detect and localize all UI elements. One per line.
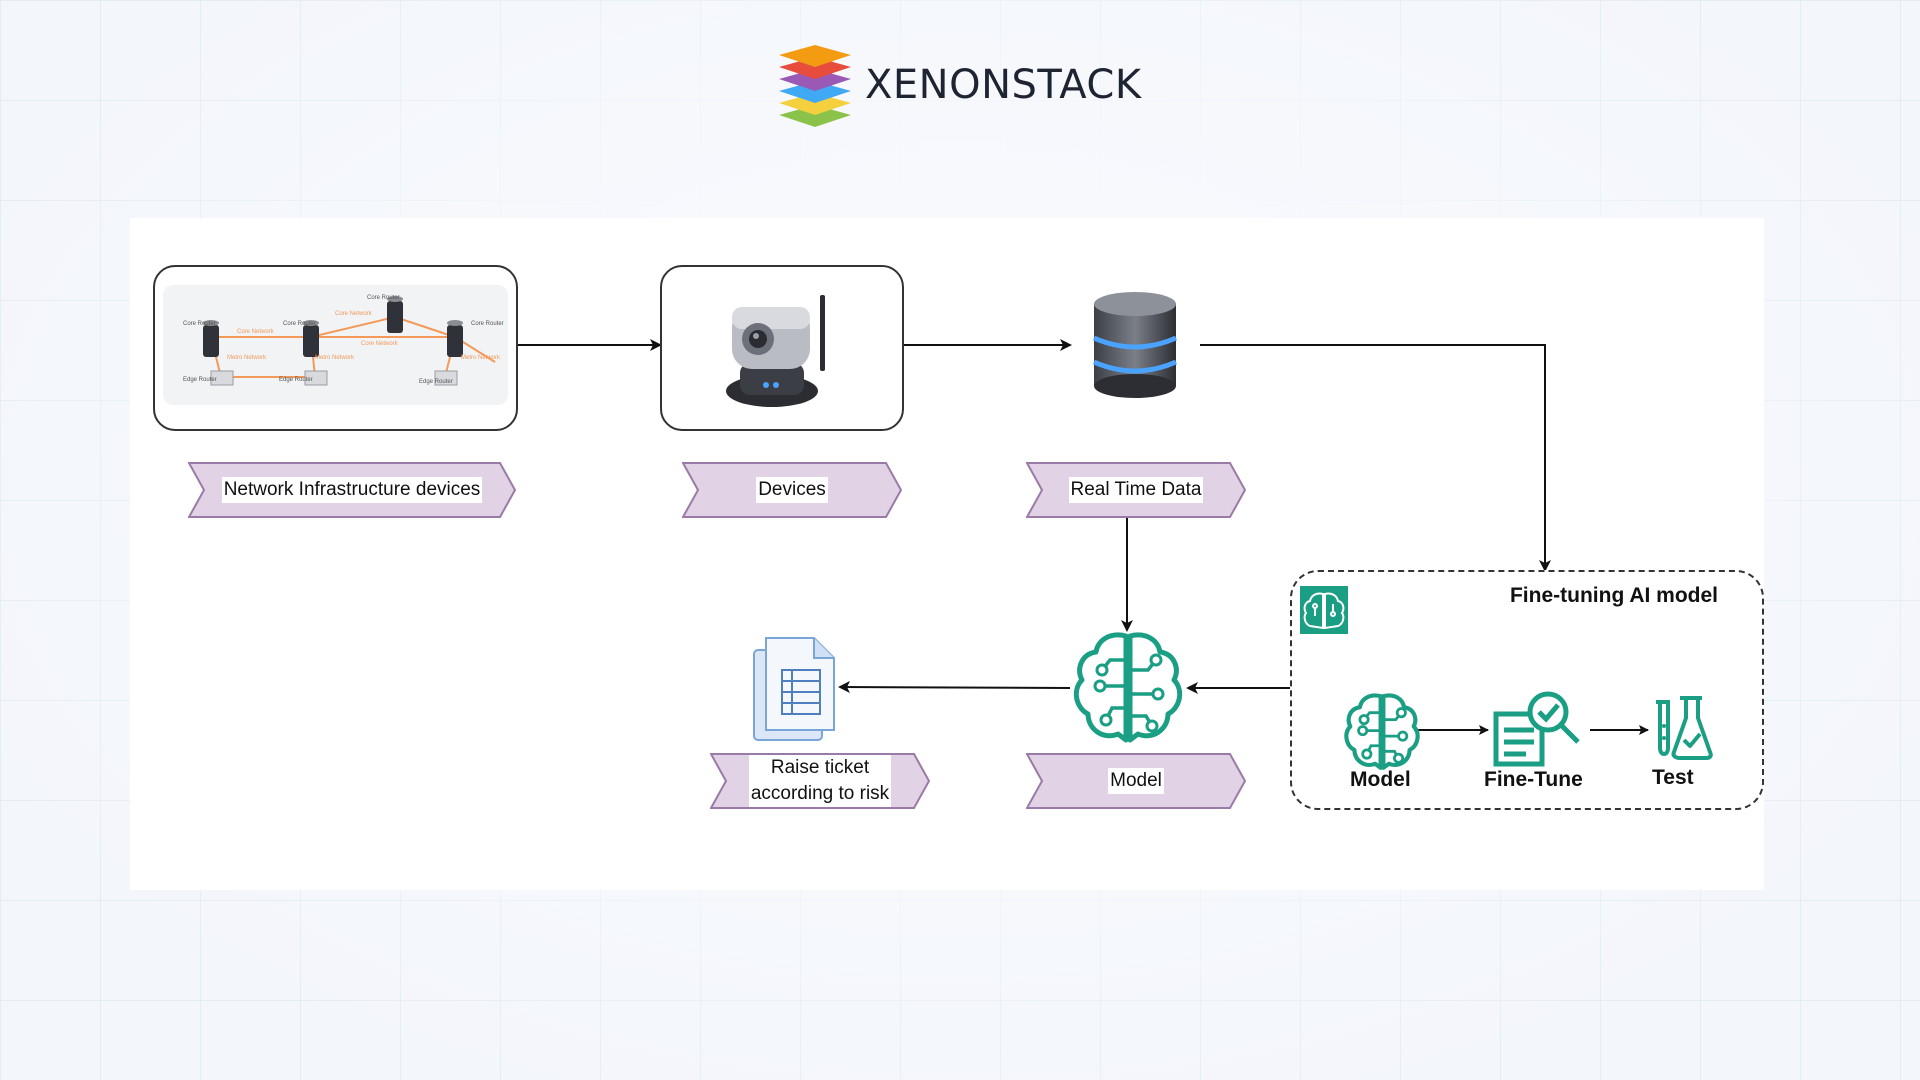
ai-service-badge-icon <box>1300 586 1348 634</box>
document-icon <box>753 637 835 741</box>
label-core-network-2: Core Network <box>335 311 373 317</box>
diagram-canvas: Core Router Core Router Core Router Core… <box>130 218 1764 890</box>
brand-name: XENONSTACK <box>865 62 1142 108</box>
tag-devices-label: Devices <box>756 477 828 503</box>
tag-model: Model <box>1026 753 1246 809</box>
arrow-database-to-finetune <box>1200 344 1551 572</box>
tag-raise-ticket-line2: according to risk <box>750 783 890 804</box>
label-edge-router-1: Edge Router <box>183 377 217 383</box>
devices-node <box>660 265 904 431</box>
label-core-network-1: Core Network <box>237 329 275 335</box>
tag-raise-ticket-label: Raise ticket according to risk <box>748 755 892 807</box>
finetune-step-finetune-label: Fine-Tune <box>1484 768 1583 791</box>
label-metro-network-3: Metro Network <box>461 355 501 361</box>
tag-raise-ticket-line1: Raise ticket <box>770 757 870 778</box>
label-metro-network-1: Metro Network <box>227 355 267 361</box>
label-edge-router-3: Edge Router <box>419 379 453 385</box>
tag-devices: Devices <box>682 462 902 518</box>
brand-logo: XENONSTACK <box>775 40 1142 130</box>
label-metro-network-2: Metro Network <box>315 355 355 361</box>
tag-network-infrastructure-label: Network Infrastructure devices <box>221 477 483 503</box>
ai-model-brain-icon <box>1073 632 1183 743</box>
tag-raise-ticket: Raise ticket according to risk <box>710 753 930 809</box>
network-infrastructure-node: Core Router Core Router Core Router Core… <box>153 265 518 431</box>
label-core-network-3: Core Network <box>361 341 399 347</box>
finetune-step-test-label: Test <box>1652 766 1694 789</box>
label-core-router-4: Core Router <box>471 321 504 327</box>
label-core-router-3: Core Router <box>367 295 400 301</box>
finetune-group: Fine-tuning AI model <box>1290 570 1764 810</box>
finetune-model-brain-icon <box>1344 693 1420 770</box>
tag-real-time-data-label: Real Time Data <box>1068 477 1204 503</box>
network-topology-image: Core Router Core Router Core Router Core… <box>163 285 508 405</box>
tag-real-time-data: Real Time Data <box>1026 462 1246 518</box>
xenonstack-layers-icon <box>779 45 851 127</box>
finetune-search-document-icon <box>1493 691 1580 767</box>
tag-model-label: Model <box>1108 768 1164 794</box>
label-core-router-2: Core Router <box>283 321 316 327</box>
finetune-title: Fine-tuning AI model <box>1509 584 1718 607</box>
finetune-step-model-label: Model <box>1350 768 1411 791</box>
finetune-test-flask-icon <box>1656 696 1713 760</box>
label-core-router-1: Core Router <box>183 321 216 327</box>
arrow-model-to-ticket <box>838 681 1071 694</box>
database-icon <box>1092 292 1178 398</box>
label-edge-router-2: Edge Router <box>279 377 313 383</box>
tag-network-infrastructure: Network Infrastructure devices <box>188 462 516 518</box>
ip-camera-icon <box>726 295 825 407</box>
